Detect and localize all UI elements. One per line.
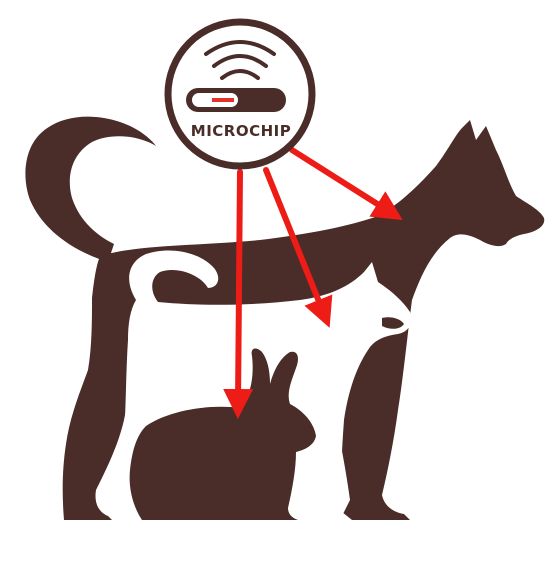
microchip-icon (186, 88, 286, 112)
arrows (223, 147, 403, 419)
arrow-to-cat (263, 167, 333, 328)
signal-waves-icon (204, 40, 276, 80)
microchip-badge (164, 18, 316, 170)
microchip-label: MICROCHIP (190, 122, 292, 140)
arrow-to-rabbit (223, 169, 254, 419)
arrow-to-dog (289, 147, 403, 221)
rabbit-silhouette (129, 348, 316, 520)
